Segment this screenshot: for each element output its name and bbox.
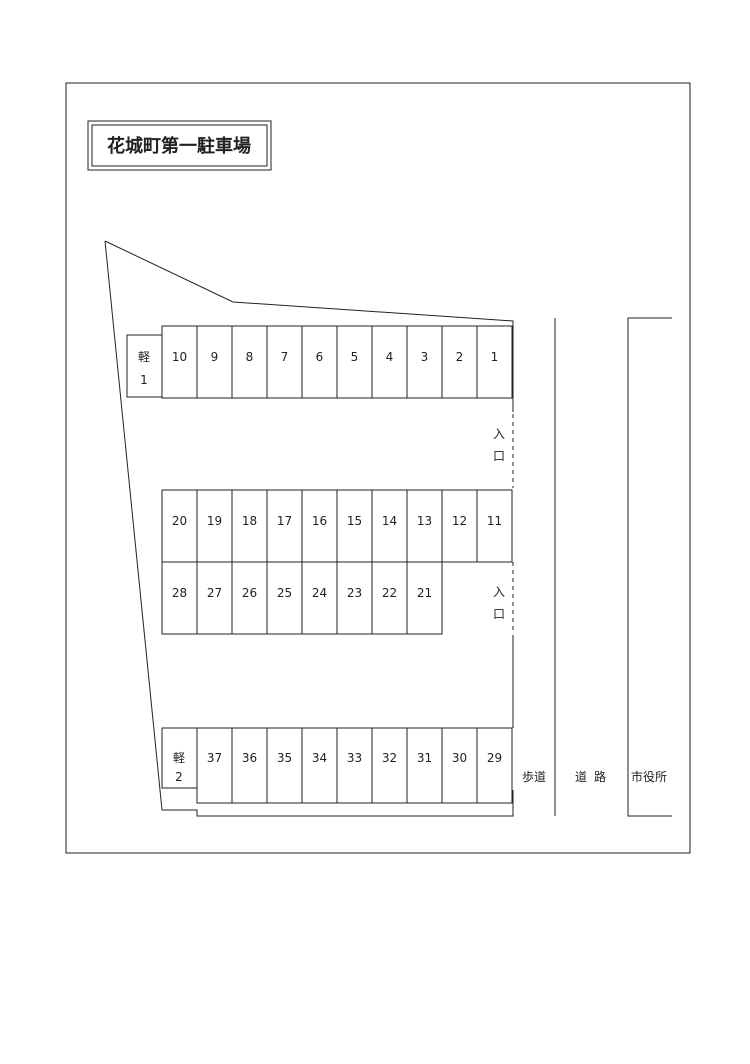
city-hall-bracket bbox=[627, 317, 672, 817]
parking-stall-number: 36 bbox=[242, 751, 257, 765]
parking-stall-30 bbox=[441, 727, 478, 804]
parking-stall-number: 37 bbox=[207, 751, 222, 765]
parking-stall-number: 35 bbox=[277, 751, 292, 765]
kei-stall-2 bbox=[161, 727, 198, 789]
parking-stall-number: 9 bbox=[211, 350, 219, 364]
kei-stall-1-label: 軽 bbox=[138, 350, 150, 364]
parking-stall-number: 20 bbox=[172, 514, 187, 528]
road-label-1: 道 bbox=[575, 770, 587, 784]
stall-row-4: 37 36 35 34 33 32 31 30 29 bbox=[196, 727, 513, 804]
parking-stall-number: 18 bbox=[242, 514, 257, 528]
parking-stall-number: 11 bbox=[487, 514, 502, 528]
parking-stall-21 bbox=[406, 561, 443, 635]
parking-stall-11 bbox=[476, 489, 513, 563]
parking-stall-number: 2 bbox=[456, 350, 464, 364]
parking-stall-number: 30 bbox=[452, 751, 467, 765]
parking-stall-number: 14 bbox=[382, 514, 397, 528]
parking-stall-number: 34 bbox=[312, 751, 327, 765]
title-box-inner bbox=[91, 124, 268, 167]
parking-stall-number: 16 bbox=[312, 514, 327, 528]
stall-row-3: 28 27 26 25 24 23 22 21 bbox=[161, 561, 443, 635]
parking-stall-number: 4 bbox=[386, 350, 394, 364]
parking-stall-33 bbox=[336, 727, 373, 804]
parking-stall-number: 3 bbox=[421, 350, 429, 364]
parking-stall-number: 13 bbox=[417, 514, 432, 528]
parking-stall-number: 1 bbox=[491, 350, 499, 364]
sidewalk-label: 歩道 bbox=[522, 769, 546, 784]
outer-frame bbox=[65, 82, 691, 854]
city-hall-label: 市役所 bbox=[631, 769, 667, 784]
page-title: 花城町第一駐車場 bbox=[107, 135, 251, 157]
kei-stall-1-number: 1 bbox=[140, 373, 148, 387]
parking-stall-number: 7 bbox=[281, 350, 289, 364]
parking-stall-number: 23 bbox=[347, 586, 362, 600]
parking-stall-number: 17 bbox=[277, 514, 292, 528]
parking-stall-number: 33 bbox=[347, 751, 362, 765]
entrance-2-label-top: 入 bbox=[493, 585, 505, 599]
parking-stall-number: 6 bbox=[316, 350, 324, 364]
parking-stall-number: 27 bbox=[207, 586, 222, 600]
parking-stall-number: 32 bbox=[382, 751, 397, 765]
parking-stall-35 bbox=[266, 727, 303, 804]
parking-stall-number: 21 bbox=[417, 586, 432, 600]
title-box-outer bbox=[87, 120, 272, 171]
parking-stall-number: 5 bbox=[351, 350, 359, 364]
kei-stall-2-number: 2 bbox=[175, 770, 183, 784]
road-label-2: 路 bbox=[594, 769, 606, 784]
parking-stall-number: 15 bbox=[347, 514, 362, 528]
parking-stall-number: 25 bbox=[277, 586, 292, 600]
parking-stall-number: 26 bbox=[242, 586, 257, 600]
parking-stall-number: 8 bbox=[246, 350, 254, 364]
parking-stall-32 bbox=[371, 727, 408, 804]
parking-stall-29 bbox=[476, 727, 513, 804]
parking-stall-number: 10 bbox=[172, 350, 187, 364]
parking-stall-31 bbox=[406, 727, 443, 804]
lot-boundary-top bbox=[104, 240, 514, 412]
parking-stall-37 bbox=[196, 727, 233, 804]
parking-stall-number: 24 bbox=[312, 586, 327, 600]
parking-stall-number: 29 bbox=[487, 751, 502, 765]
entrance-1-label-bottom: 口 bbox=[493, 449, 505, 463]
entrance-2-label-bottom: 口 bbox=[493, 607, 505, 621]
parking-stall-number: 22 bbox=[382, 586, 397, 600]
lot-boundary-bottom bbox=[104, 240, 514, 817]
stall-row-2: 20 19 18 17 16 15 14 13 12 11 bbox=[161, 489, 513, 563]
parking-stall-34 bbox=[301, 727, 338, 804]
stall-row-1: 10 9 8 7 6 5 4 3 2 1 bbox=[161, 325, 513, 399]
kei-stall-1 bbox=[126, 334, 163, 398]
parking-stall-number: 12 bbox=[452, 514, 467, 528]
parking-stall-number: 28 bbox=[172, 586, 187, 600]
parking-stall-36 bbox=[231, 727, 268, 804]
parking-stall-number: 31 bbox=[417, 751, 432, 765]
parking-stall-1 bbox=[476, 325, 513, 399]
kei-stall-2-label: 軽 bbox=[173, 751, 185, 765]
parking-stall-number: 19 bbox=[207, 514, 222, 528]
entrance-1-label-top: 入 bbox=[493, 427, 505, 441]
